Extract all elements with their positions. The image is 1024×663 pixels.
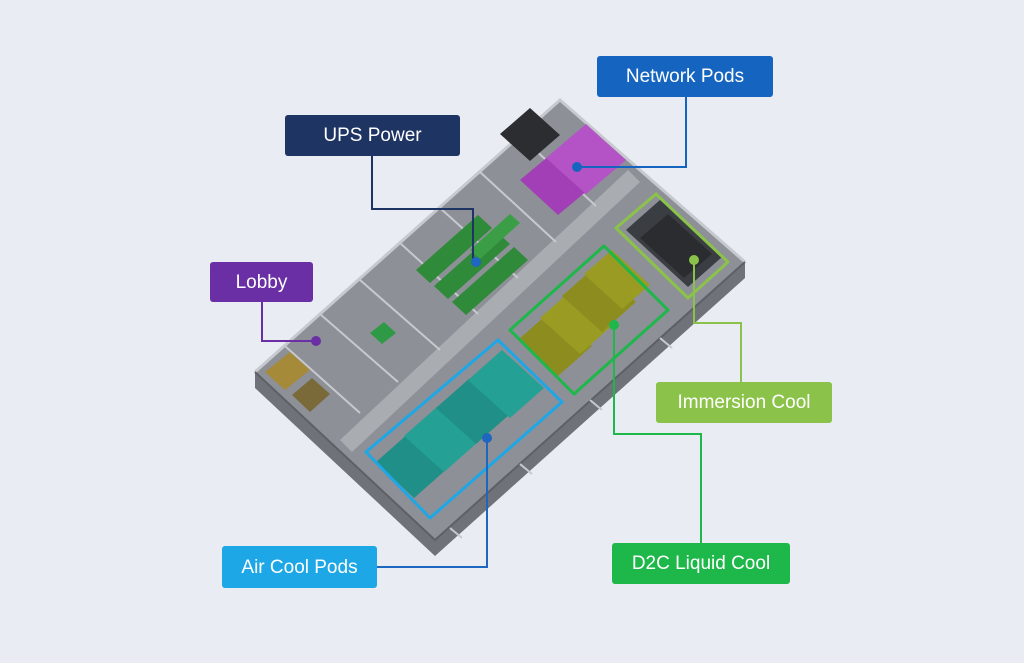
network-pods-label: Network Pods <box>597 56 773 97</box>
network-leader-line <box>577 97 687 168</box>
leader-lines <box>261 97 742 568</box>
air-cool-pods-label: Air Cool Pods <box>222 546 377 588</box>
control-unit <box>370 322 396 344</box>
ups-marker <box>471 257 481 267</box>
d2c-liquid-cool-label: D2C Liquid Cool <box>612 543 790 584</box>
lobby-marker <box>311 336 321 346</box>
immersion-zone-outline <box>614 192 730 300</box>
lobby-area <box>265 352 330 412</box>
d2c-marker <box>609 320 619 330</box>
d2c-zone-outline <box>508 244 670 396</box>
d2c-leader-line <box>613 325 702 543</box>
ups-leader-line <box>371 156 474 262</box>
immersion-leader-line <box>693 260 742 382</box>
lobby-label: Lobby <box>210 262 313 302</box>
lobby-leader-line <box>261 302 316 342</box>
d2c-racks <box>518 250 650 376</box>
immersion-cool-label: Immersion Cool <box>656 382 832 423</box>
air-leader-line <box>377 438 488 568</box>
air-marker <box>482 433 492 443</box>
air-cool-pods <box>376 350 544 498</box>
datacenter-building <box>254 97 746 556</box>
network-marker <box>572 162 582 172</box>
ups-power-label: UPS Power <box>285 115 460 156</box>
air-cool-zone-outline <box>364 338 564 520</box>
zone-outlines <box>364 192 730 520</box>
immersion-marker <box>689 255 699 265</box>
network-racks <box>500 108 626 215</box>
